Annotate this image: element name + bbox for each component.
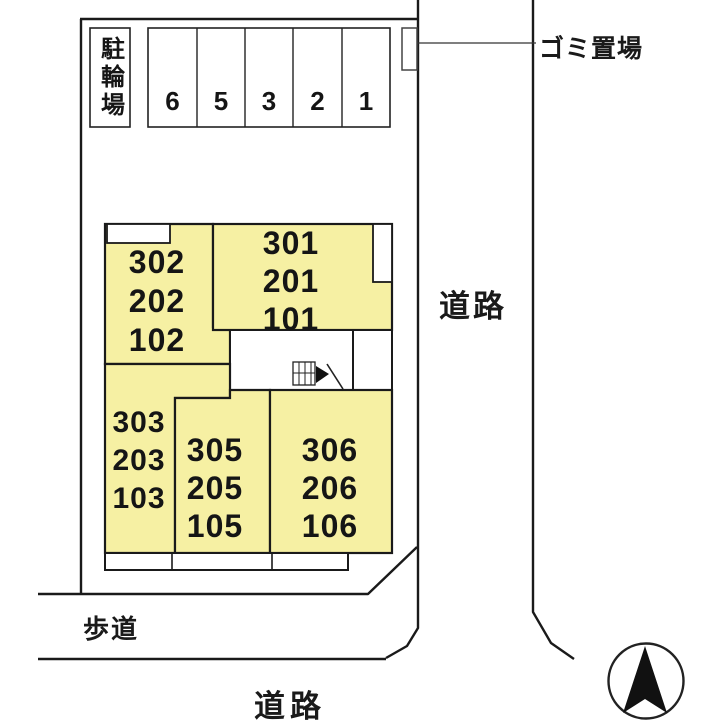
unit-number: 102 <box>128 322 186 358</box>
unit-number: 101 <box>262 301 320 337</box>
unit-number: 203 <box>112 444 166 477</box>
parking-stall-6: 6 <box>165 86 180 116</box>
unit-numbers-303: 303 203 103 <box>79 404 199 518</box>
staircase-icon <box>292 361 316 386</box>
unit-number: 303 <box>112 406 166 439</box>
unit-number: 206 <box>301 470 359 506</box>
entrance-arrow-icon <box>316 363 344 390</box>
parking-stall-5: 5 <box>213 86 229 116</box>
bicycle-parking-label: 駐輪場 <box>96 35 124 120</box>
parking-row <box>147 27 391 128</box>
unit-number: 205 <box>186 470 244 506</box>
entry-notch-301 <box>372 223 393 283</box>
unit-numbers-301: 301 201 101 <box>231 224 351 338</box>
unit-block-306 <box>268 388 394 555</box>
balcony-strip <box>104 552 349 571</box>
unit-number: 306 <box>301 432 359 468</box>
entry-notch-302 <box>106 223 171 244</box>
parking-stall-2: 2 <box>310 86 325 116</box>
bicycle-parking-box <box>89 27 131 128</box>
sidewalk-label: 歩道 <box>83 614 140 644</box>
unit-number: 201 <box>262 263 320 299</box>
unit-number: 103 <box>112 482 166 515</box>
road-near-edge <box>385 0 420 660</box>
compass-north-icon <box>607 642 685 720</box>
sidewalk-top-edge <box>38 546 418 596</box>
unit-number: 202 <box>128 283 186 319</box>
unit-numbers-306: 306 206 106 <box>270 431 390 545</box>
unit-number: 301 <box>262 225 320 261</box>
parking-stall-1: 1 <box>358 86 374 116</box>
garbage-area-label: ゴミ置場 <box>539 35 644 63</box>
unit-number: 106 <box>301 508 359 544</box>
parking-stall-3: 3 <box>261 86 277 116</box>
unit-numbers-305: 305 205 105 <box>155 431 275 545</box>
road-far-edge <box>531 0 575 660</box>
unit-number: 305 <box>186 432 244 468</box>
unit-numbers-302: 302 202 102 <box>97 243 217 360</box>
unit-number: 105 <box>186 508 244 544</box>
unit-number: 302 <box>128 244 186 280</box>
road-right-label: 道路 <box>439 289 507 324</box>
garbage-box <box>401 27 418 71</box>
road-bottom-label: 道路 <box>254 689 326 720</box>
